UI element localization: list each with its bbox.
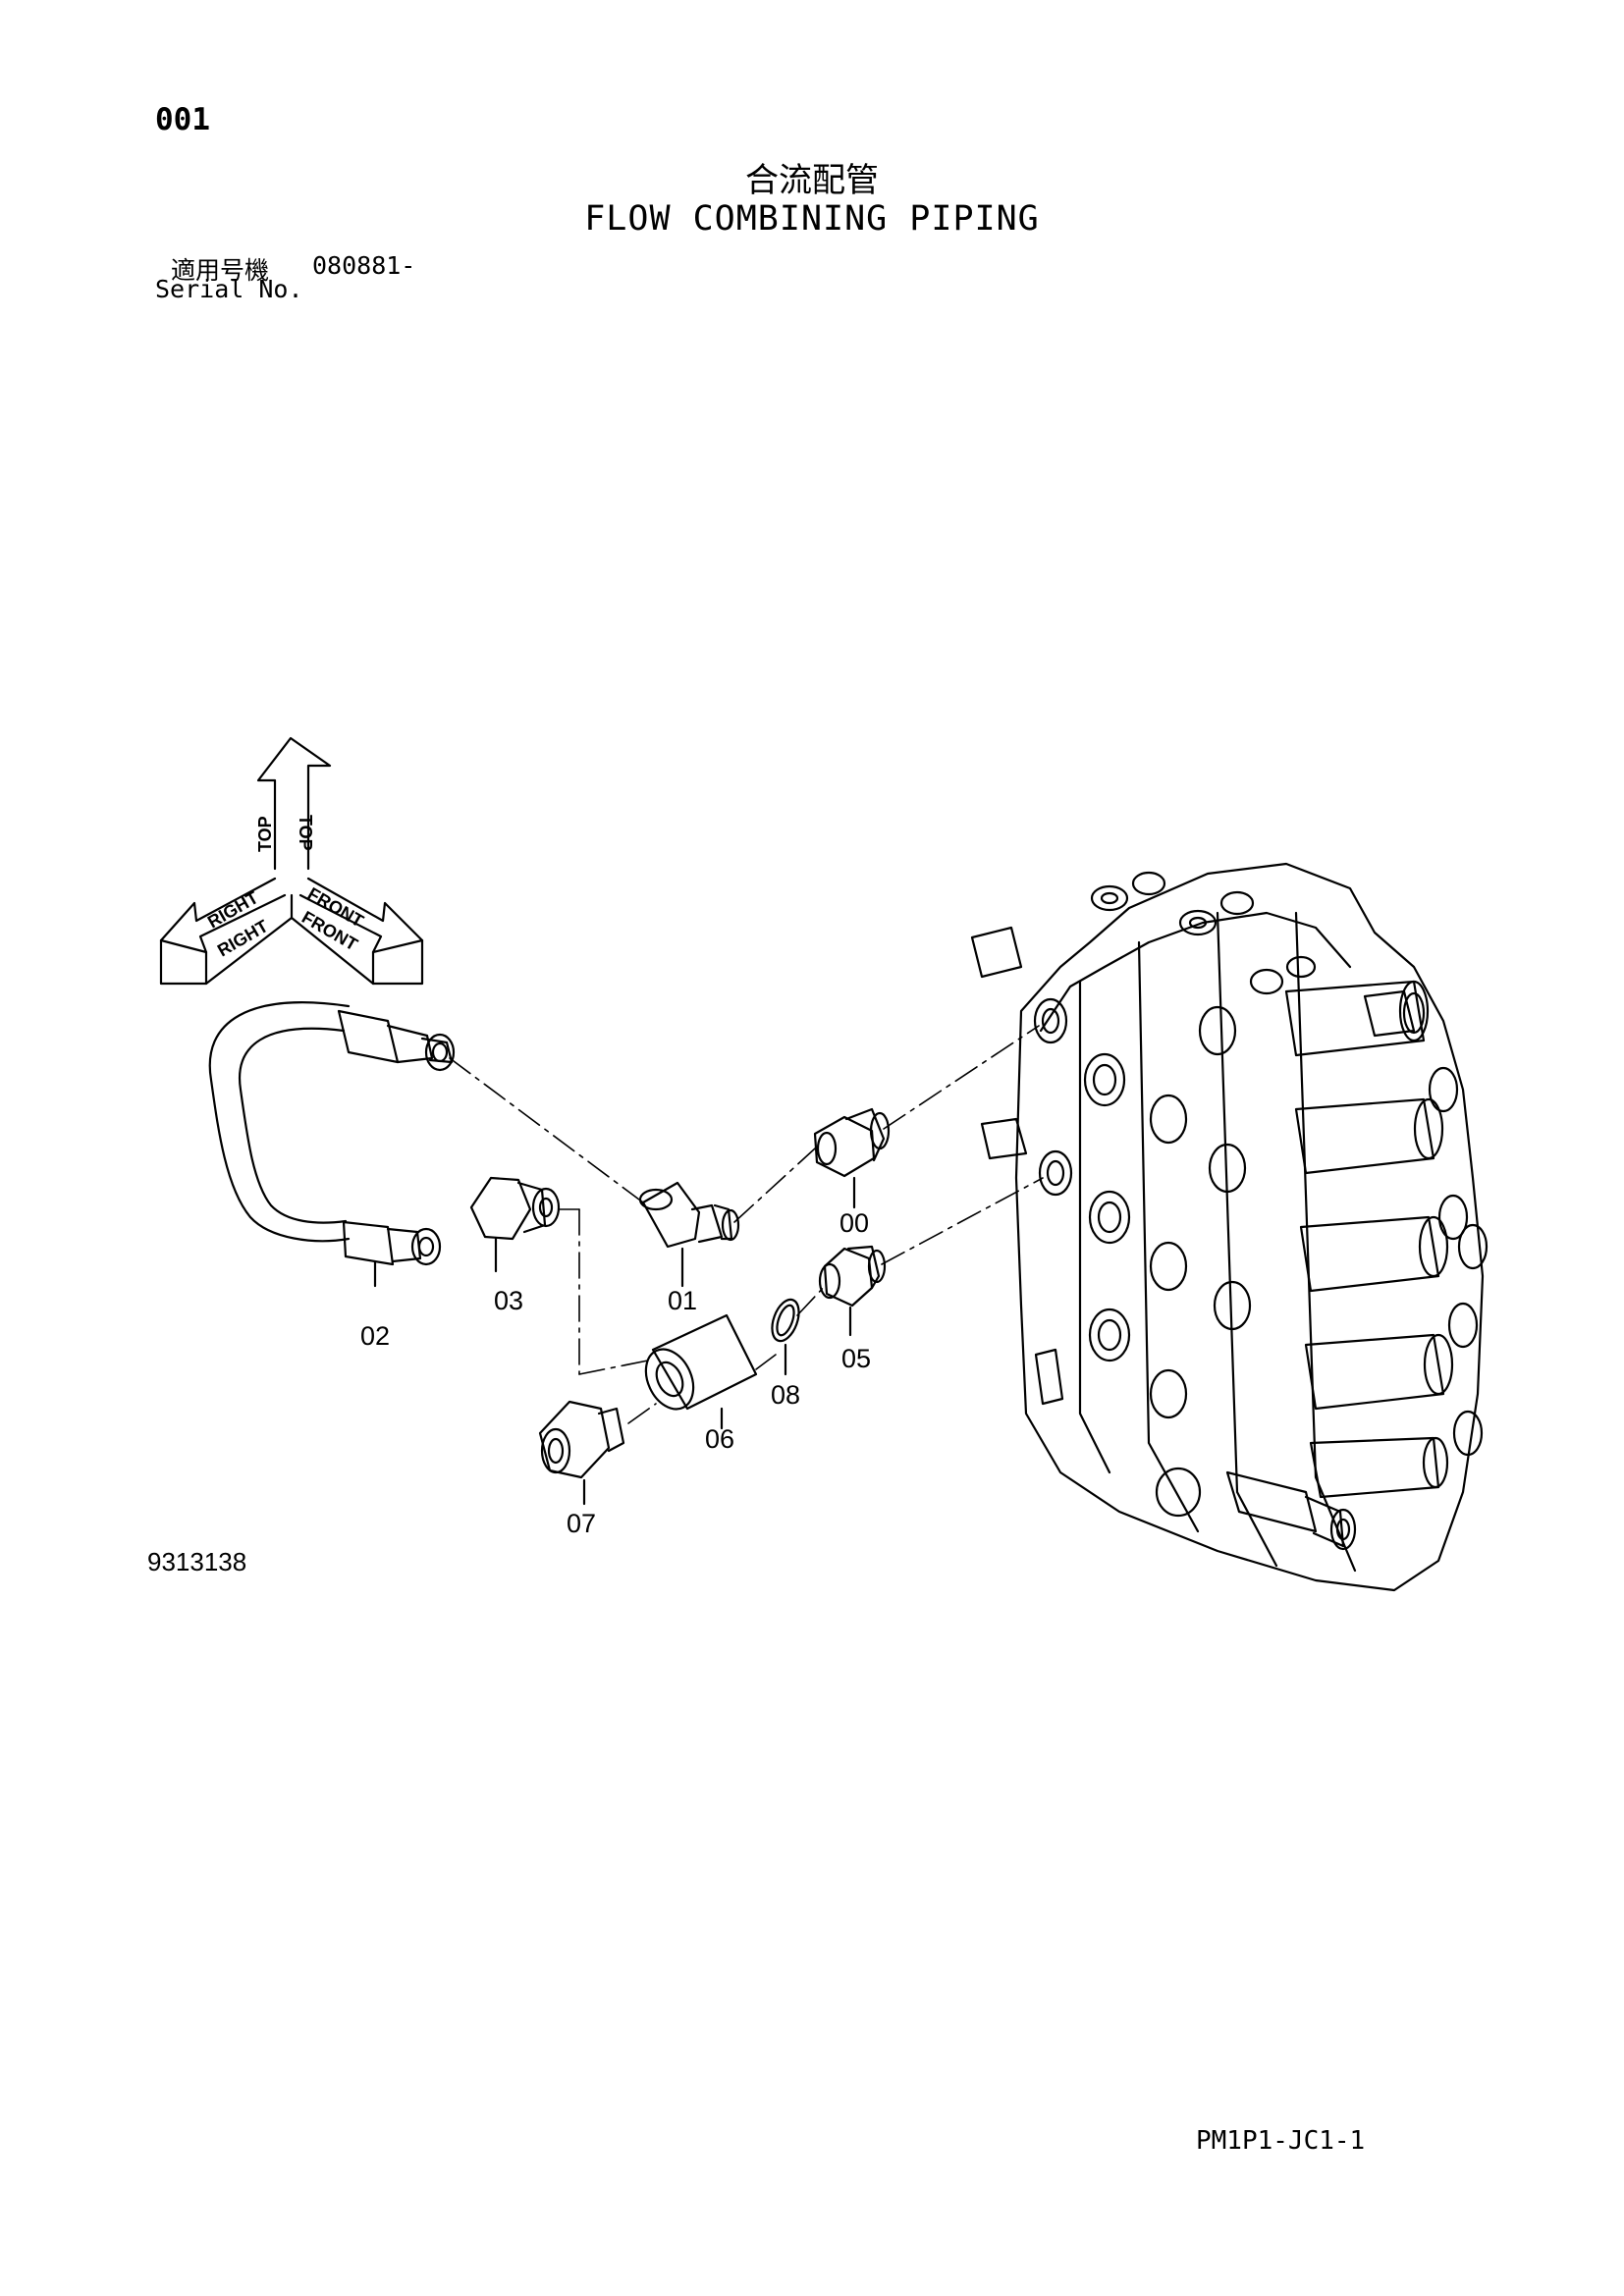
page-number: 001 [155,102,210,137]
serial-value: 080881- [312,251,416,280]
part-label-00: 00 [839,1208,869,1238]
part-label-02: 02 [360,1321,390,1351]
part-label-07: 07 [567,1509,596,1538]
direction-indicator: TOP TOP RIGHT RIGHT FRONT FRONT [159,736,424,986]
part-05-fitting [818,1245,887,1337]
part-02-hose [208,1001,456,1288]
page-title-en: FLOW COMBINING PIPING [584,199,1040,239]
drawing-number: 9313138 [147,1547,247,1576]
direction-top-label: TOP [296,815,315,851]
part-00-connector [813,1107,891,1209]
part-03-adapter [469,1176,561,1273]
part-07-plug [538,1400,625,1506]
part-08-o-ring [771,1298,800,1376]
serial-label-en: Serial No. [155,275,303,303]
part-01-elbow [638,1181,740,1288]
part-label-01: 01 [668,1286,697,1315]
part-label-05: 05 [841,1344,871,1373]
direction-top-label-mirror: TOP [255,816,275,852]
control-valve-assembly [970,862,1489,1592]
part-label-08: 08 [771,1380,800,1410]
page-title-jp: 合流配管 [745,161,879,200]
part-label-06: 06 [705,1424,734,1454]
part-06-sleeve [644,1313,758,1430]
sheet-code: PM1P1-JC1-1 [1196,2126,1366,2156]
part-label-03: 03 [494,1286,523,1315]
assembly-leader-lines [449,1025,1044,1424]
serial-label-jp: 適用号機 [171,256,270,285]
